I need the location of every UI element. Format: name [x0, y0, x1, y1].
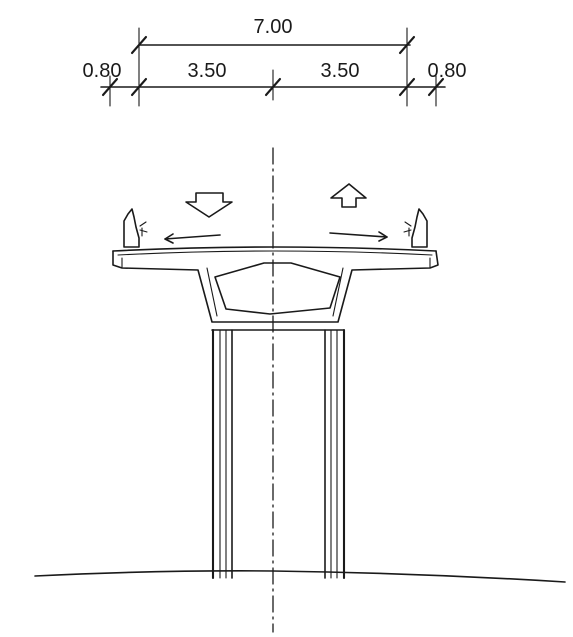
left-railing-post	[123, 208, 140, 248]
deck-top-surface-inner	[117, 250, 433, 256]
dimension-tick	[398, 35, 416, 55]
bridge-deck	[112, 246, 439, 323]
down-arrow-icon	[185, 192, 233, 218]
web-line	[206, 267, 218, 317]
right-flow-arrowhead	[378, 231, 388, 242]
up-arrow-icon	[330, 183, 367, 208]
left-flow-arrowhead	[164, 233, 174, 244]
box-girder-void	[214, 262, 341, 315]
ground-line	[34, 570, 566, 583]
dimension-tick	[130, 77, 148, 97]
dimension-total-label: 7.00	[254, 16, 293, 38]
deck-outer-profile	[112, 250, 439, 323]
right-railing-detail	[404, 221, 412, 227]
dimension-left-cap-label: 0.80	[83, 60, 122, 82]
dimension-tick	[101, 77, 119, 97]
dimension-right-lane-label: 3.50	[321, 60, 360, 82]
dimension-tick	[427, 77, 445, 97]
dimension-tick	[398, 77, 416, 97]
traffic-direction-arrows	[164, 183, 388, 244]
left-railing-detail	[139, 229, 148, 233]
dimension-tick	[264, 77, 282, 97]
web-line	[332, 267, 344, 317]
dimension-right-cap-label: 0.80	[428, 60, 467, 82]
right-railing-detail	[403, 229, 412, 233]
dimension-left-lane-label: 3.50	[188, 60, 227, 82]
right-flow-arrow-icon	[329, 232, 388, 238]
dimension-chain: 7.00 3.50 3.50 0.80 0.80	[83, 16, 467, 107]
railings	[123, 208, 428, 248]
left-railing-detail	[139, 221, 147, 227]
pier	[211, 328, 346, 580]
dimension-tick	[130, 35, 148, 55]
deck-top-surface	[112, 246, 437, 252]
right-railing-post	[411, 208, 428, 248]
left-flow-arrow-icon	[164, 234, 221, 240]
